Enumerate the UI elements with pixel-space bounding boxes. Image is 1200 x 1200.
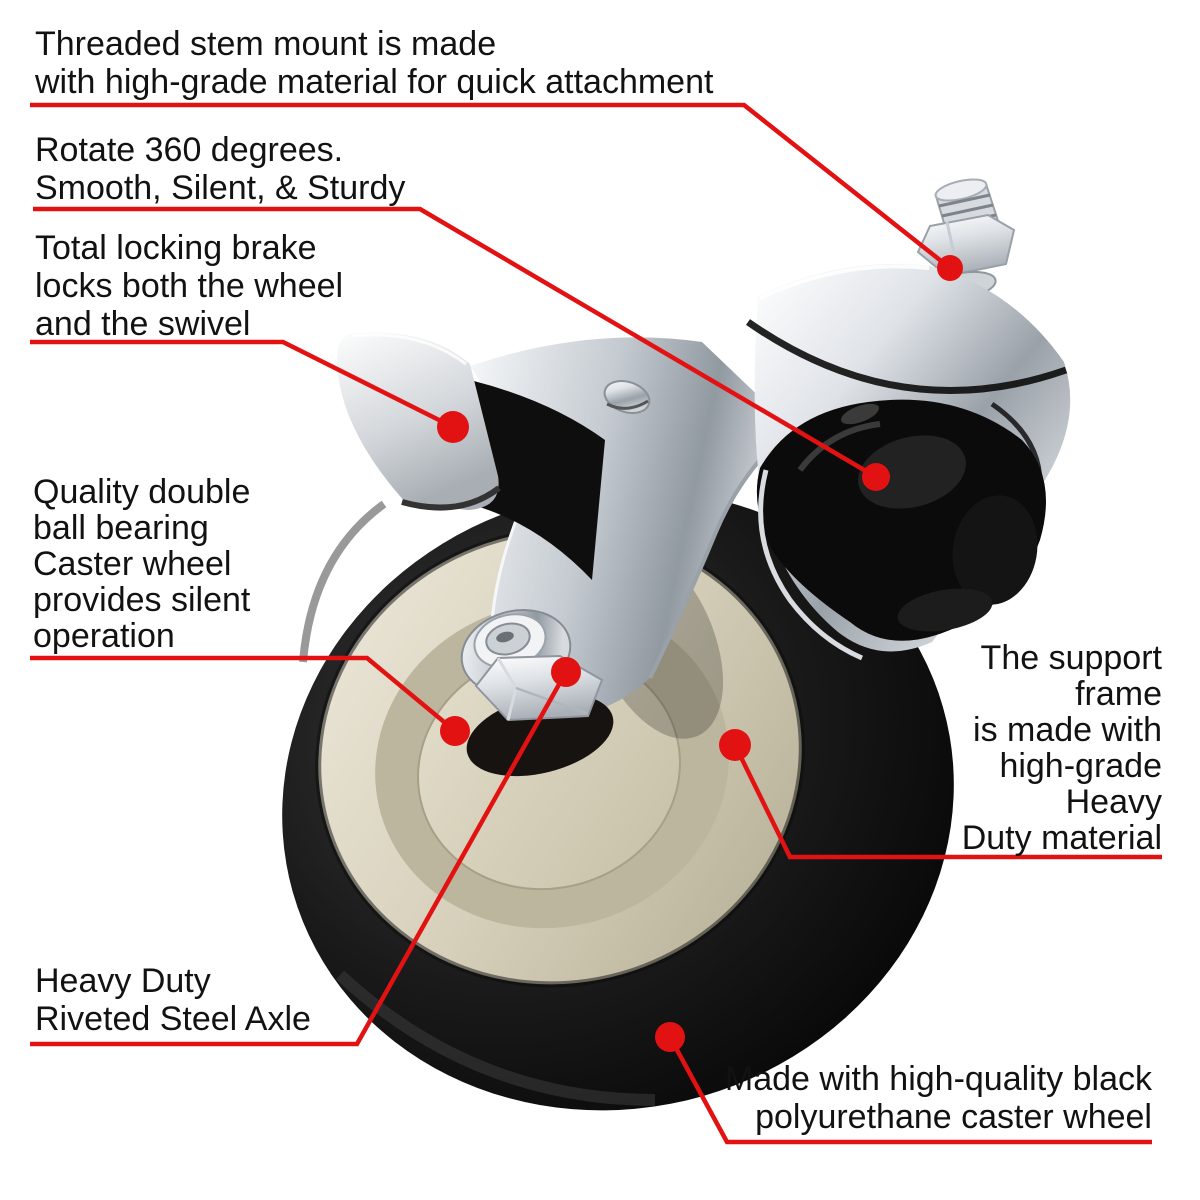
callout-support-frame: The support frame is made with high-grad… bbox=[961, 639, 1162, 857]
callout-lines bbox=[30, 102, 1162, 1145]
callout-threaded-stem: Threaded stem mount is made with high-gr… bbox=[35, 25, 714, 101]
callout-line-polyurethane-wheel bbox=[668, 1035, 1152, 1145]
callout-polyurethane-wheel: Made with high-quality black polyurethan… bbox=[724, 1060, 1152, 1136]
callout-dot-locking-brake bbox=[437, 411, 469, 443]
swivel-seam bbox=[745, 319, 1068, 394]
callout-dot-threaded-stem bbox=[937, 255, 963, 281]
rivet bbox=[603, 380, 651, 414]
brake-hinge-gap bbox=[451, 380, 605, 580]
callout-locking-brake: Total locking brake locks both the wheel… bbox=[35, 229, 344, 343]
callout-line-support-frame bbox=[732, 744, 1162, 860]
callout-line-rotate-360 bbox=[33, 206, 878, 479]
callout-line-steel-axle bbox=[30, 670, 568, 1047]
callout-line-ball-bearing bbox=[30, 655, 457, 733]
swivel-housing bbox=[745, 264, 1071, 661]
callout-dot-support-frame bbox=[719, 729, 751, 761]
callout-dot-polyurethane-wheel bbox=[655, 1022, 685, 1052]
callout-steel-axle: Heavy Duty Riveted Steel Axle bbox=[35, 962, 311, 1038]
callout-dot-ball-bearing bbox=[440, 716, 470, 746]
callout-dot-rotate-360 bbox=[862, 463, 890, 491]
ball-bearing-opening bbox=[756, 399, 1046, 661]
callout-dots bbox=[437, 255, 963, 1052]
callout-rotate-360: Rotate 360 degrees. Smooth, Silent, & St… bbox=[35, 131, 406, 207]
callout-line-threaded-stem bbox=[30, 102, 952, 270]
brake-pedal bbox=[336, 332, 501, 511]
callout-dot-steel-axle bbox=[551, 657, 581, 687]
callout-line-locking-brake bbox=[30, 339, 455, 430]
callout-ball-bearing: Quality double ball bearing Caster wheel… bbox=[33, 473, 251, 655]
